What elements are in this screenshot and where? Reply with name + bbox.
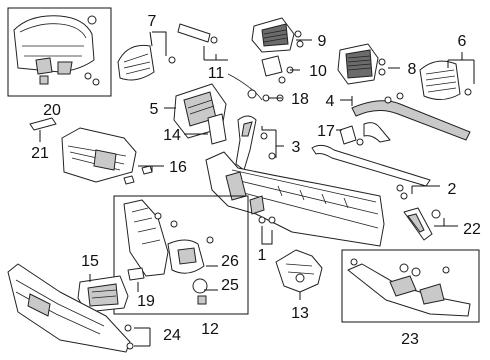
callout-16: 16 (169, 159, 187, 176)
part-17-bracket (336, 122, 391, 146)
box-12 (113, 195, 249, 315)
part-11-clip (177, 23, 228, 61)
part-20-cluster-hood (7, 7, 112, 97)
part-16-lower-panel (61, 127, 164, 185)
callout-6: 6 (458, 33, 467, 50)
box-20 (7, 7, 112, 97)
part-10-bracket (261, 55, 300, 84)
part-18-sensor (227, 73, 284, 102)
callout-20: 20 (43, 102, 61, 119)
callout-18: 18 (291, 91, 309, 108)
callout-12: 12 (201, 321, 219, 338)
callout-23: 23 (401, 331, 419, 348)
part-14-small-panel (184, 113, 227, 145)
part-24-side-panel (7, 263, 151, 353)
callout-25: 25 (221, 277, 239, 294)
callout-3: 3 (292, 139, 301, 156)
callout-14: 14 (163, 127, 181, 144)
part-12-console-group (113, 195, 249, 315)
callout-1: 1 (258, 247, 267, 264)
callout-22: 22 (463, 221, 481, 238)
part-15-cup-holder (77, 267, 145, 313)
part-13-lower-bracket (275, 249, 323, 300)
box-23 (341, 249, 480, 323)
callout-13: 13 (291, 305, 309, 322)
part-6-right-vent (419, 52, 475, 100)
part-21-trim-strip (29, 117, 57, 142)
part-3-center-trim (235, 115, 284, 171)
part-9-center-vent (251, 17, 312, 53)
part-23-glove-box (341, 249, 480, 323)
callout-24: 24 (163, 327, 181, 344)
part-8-right-vent (337, 43, 400, 85)
callout-26: 26 (221, 253, 239, 270)
callout-17: 17 (317, 123, 335, 140)
part-4-long-trim (340, 92, 471, 141)
callout-2: 2 (448, 181, 457, 198)
callout-19: 19 (137, 293, 155, 310)
callout-5: 5 (150, 101, 159, 118)
part-7-left-vent (117, 31, 176, 81)
callout-10: 10 (309, 63, 327, 80)
callout-21: 21 (31, 145, 49, 162)
callout-8: 8 (408, 61, 417, 78)
part-22-right-bracket (403, 207, 458, 241)
callout-15: 15 (81, 253, 99, 270)
callout-11: 11 (208, 65, 225, 82)
callout-7: 7 (148, 13, 157, 30)
part-2-lower-trim (311, 144, 440, 200)
part-1-instrument-panel (205, 151, 385, 247)
callout-9: 9 (318, 33, 327, 50)
callout-4: 4 (326, 93, 335, 110)
